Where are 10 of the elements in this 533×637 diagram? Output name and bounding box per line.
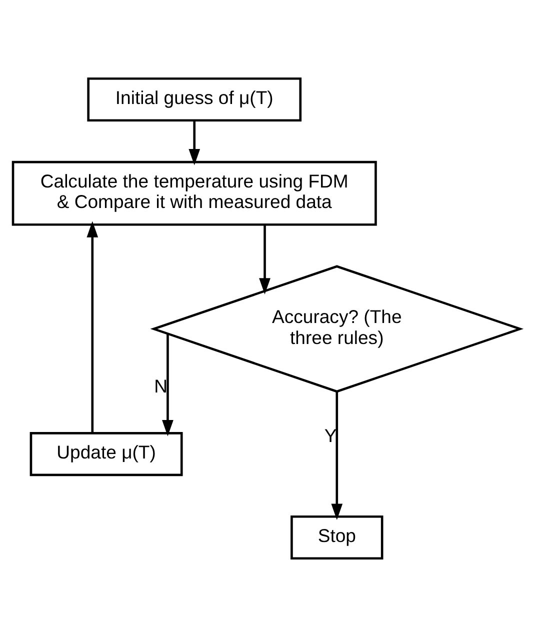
edge-label: Y <box>324 425 337 446</box>
arrow <box>86 221 98 434</box>
node-box: Calculate the temperature using FDM & Compare it with measured data <box>12 160 377 226</box>
node-box: Update μ(T) <box>30 432 183 476</box>
arrow <box>162 334 174 436</box>
arrow <box>259 224 270 294</box>
arrow <box>331 392 343 520</box>
node-box: Stop <box>290 516 384 560</box>
node-box: Initial guess of μ(T) <box>87 77 302 122</box>
arrow <box>188 120 200 166</box>
